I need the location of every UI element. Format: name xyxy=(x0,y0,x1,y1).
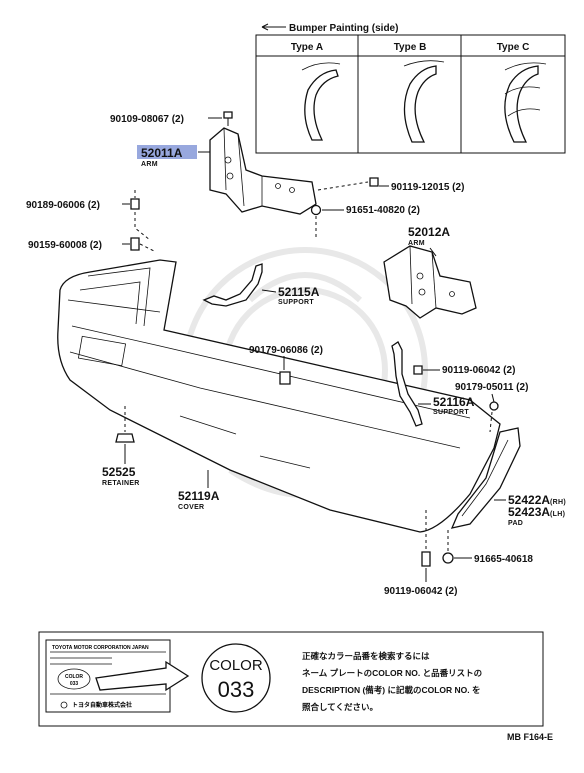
footer-code: MB F164-E xyxy=(507,732,553,742)
part-90179-06086[interactable]: 90179-06086 (2) xyxy=(249,345,323,356)
part-52119a-sub: COVER xyxy=(178,504,204,511)
cover-52119a-label: 52119A COVER xyxy=(178,470,220,511)
part-52423a[interactable]: 52423A(LH) xyxy=(508,505,565,519)
part-pad-sub: PAD xyxy=(508,520,523,527)
part-52012a[interactable]: 52012A xyxy=(408,225,450,239)
bumper-cover xyxy=(57,259,501,533)
toyota-logo-icon xyxy=(60,701,68,709)
part-90179-05011[interactable]: 90179-05011 (2) xyxy=(455,382,528,393)
part-52525[interactable]: 52525 xyxy=(102,465,136,479)
plate-color-oval xyxy=(57,668,91,690)
plate-footer: トヨタ自動車株式会社 xyxy=(72,701,132,709)
fastener-90119-12015: 90119-12015 (2) xyxy=(317,177,464,193)
part-52011a[interactable]: 52011A xyxy=(141,146,183,160)
part-91651-40820[interactable]: 91651-40820 (2) xyxy=(346,205,420,216)
painting-type-c: Type C xyxy=(497,42,530,53)
note-line-3: DESCRIPTION (備考) に記載のCOLOR NO. を xyxy=(302,685,481,695)
fastener-90189-06006: 90189-06006 (2) xyxy=(26,190,151,241)
fastener-90119-06042-upper: 90119-06042 (2) xyxy=(413,365,515,376)
retainer-52525-group: 52525 RETAINER xyxy=(102,406,140,487)
part-52012a-sub: ARM xyxy=(408,240,425,247)
highlight-52011a xyxy=(137,145,197,159)
arrow-icon xyxy=(95,660,190,692)
circle-code: 033 xyxy=(218,677,255,702)
plate-color: COLOR xyxy=(65,674,83,680)
part-52011a-sub: ARM xyxy=(141,161,158,168)
retainer-90179-06086: 90179-06086 (2) xyxy=(249,345,323,385)
part-90119-06042-b[interactable]: 90119-06042 (2) xyxy=(384,586,457,597)
part-52525-sub: RETAINER xyxy=(102,480,140,487)
support-52115a-group: 52115A SUPPORT xyxy=(202,263,320,307)
part-52119a[interactable]: 52119A xyxy=(178,489,220,503)
fastener-91651-40820: 91651-40820 (2) xyxy=(310,204,420,240)
painting-type-a: Type A xyxy=(291,42,323,53)
part-90119-12015[interactable]: 90119-12015 (2) xyxy=(391,182,464,193)
circle-label: COLOR xyxy=(209,657,263,674)
part-90159-60008[interactable]: 90159-60008 (2) xyxy=(28,240,102,251)
part-52116a-sub: SUPPORT xyxy=(433,409,469,416)
pad-group: 52422A(RH) 52423A(LH) PAD xyxy=(450,427,566,529)
note-line-1: 正確なカラー品番を検索するには xyxy=(302,651,430,661)
note-line-2: ネーム プレートのCOLOR NO. と品番リストの xyxy=(302,668,482,678)
part-91665-40618[interactable]: 91665-40618 xyxy=(474,554,533,565)
fastener-91665-40618: 91665-40618 xyxy=(442,530,533,565)
part-52115a-sub: SUPPORT xyxy=(278,299,314,306)
part-52422a[interactable]: 52422A(RH) xyxy=(508,493,566,507)
support-52116a-group: 52116A SUPPORT xyxy=(391,341,475,427)
plate-line1: TOYOTA MOTOR CORPORATION JAPAN xyxy=(52,645,149,651)
plate-code: 033 xyxy=(70,681,79,687)
retainer-90179-05011: 90179-05011 (2) xyxy=(455,382,528,433)
part-90109-08067[interactable]: 90109-08067 (2) xyxy=(110,114,184,125)
fastener-90119-06042-lower: 90119-06042 (2) xyxy=(384,510,457,597)
painting-header: Bumper Painting (side) xyxy=(289,23,398,34)
part-52115a[interactable]: 52115A xyxy=(278,285,320,299)
arm-52011a-group: 90109-08067 (2) 52011A ARM xyxy=(110,111,317,215)
part-52116a[interactable]: 52116A xyxy=(433,395,475,409)
part-90189-06006[interactable]: 90189-06006 (2) xyxy=(26,200,100,211)
color-info-box: TOYOTA MOTOR CORPORATION JAPAN COLOR 033… xyxy=(38,631,544,727)
part-90119-06042-a[interactable]: 90119-06042 (2) xyxy=(442,365,515,376)
note-line-4: 照合してください。 xyxy=(302,702,378,712)
arm-52012a-group: 52012A ARM xyxy=(383,225,477,319)
painting-type-b: Type B xyxy=(394,42,427,53)
color-circle xyxy=(201,643,271,713)
fastener-90159-60008: 90159-60008 (2) xyxy=(28,237,157,253)
bumper-painting-table: Bumper Painting (side) Type A Type B Typ… xyxy=(255,23,566,154)
